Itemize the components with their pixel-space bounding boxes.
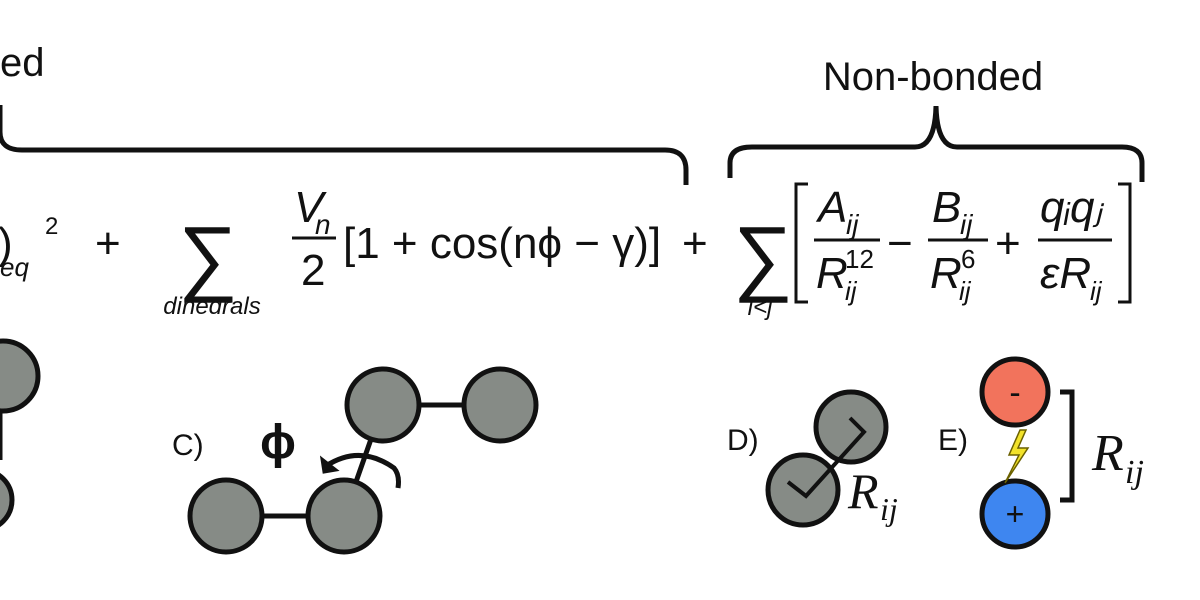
vn-numerator: V: [294, 183, 327, 232]
rotation-arrowhead: [319, 455, 340, 474]
atom-d2: [765, 452, 841, 528]
positive-charge-atom: [979, 478, 1051, 550]
panel-c-label: C): [172, 429, 204, 462]
negative-charge-sign: -: [1009, 374, 1020, 412]
a-denominator-sup: 12: [845, 244, 874, 274]
b-denominator-sub: ij: [959, 276, 972, 306]
plus-sign-3: +: [995, 219, 1021, 268]
dihedral-sum-subscript: dihedrals: [163, 293, 260, 320]
prev-term-exp: 2: [45, 213, 58, 240]
panel-e-electrostatic: E) - + R ij: [938, 356, 1144, 550]
partial-atom-bottom: [0, 472, 15, 528]
b-numerator: B: [932, 183, 961, 232]
energy-equation: ) eq 2 + ∑ dihedrals V n 2 [1 + cos(nϕ −…: [0, 182, 1132, 321]
prev-term-tail: ): [0, 219, 13, 268]
panel-d-label: D): [727, 424, 759, 457]
panel-e-distance: R: [1091, 425, 1124, 482]
a-numerator: A: [815, 183, 847, 232]
panel-c-dihedral: C) ϕ: [172, 366, 539, 555]
vn-numerator-sub: n: [315, 209, 331, 240]
panel-e-label: E): [938, 424, 968, 457]
a-denominator: R: [816, 249, 848, 298]
panel-e-distance-sub: ij: [1125, 454, 1144, 491]
bonded-label-fragment: ed: [0, 41, 45, 85]
q-numerator: qᵢqⱼ: [1040, 183, 1104, 232]
left-square-bracket: [794, 182, 808, 304]
atom-c3: [344, 366, 422, 444]
b-numerator-sub: ij: [960, 209, 973, 240]
bonded-brace: [0, 105, 689, 185]
negative-charge-atom: [979, 356, 1051, 428]
plus-sign-1: +: [95, 219, 121, 268]
vn-denominator: 2: [301, 246, 325, 295]
dihedral-sum-symbol: ∑: [178, 209, 238, 303]
panel-d-distance-sub: ij: [880, 491, 898, 527]
plus-sign-2: +: [682, 219, 708, 268]
phi-symbol: ϕ: [260, 416, 296, 469]
minus-sign: −: [887, 219, 913, 268]
nonbonded-label: Non-bonded: [823, 55, 1043, 99]
atom-c1: [187, 477, 265, 555]
atom-c4: [461, 366, 539, 444]
b-denominator-sup: 6: [961, 244, 975, 274]
atom-d1: [813, 389, 889, 465]
prev-term-sub: eq: [0, 252, 29, 282]
distance-marker: [786, 416, 867, 499]
a-denominator-sub: ij: [845, 276, 858, 306]
nonbonded-sum-symbol: ∑: [733, 209, 793, 303]
b-denominator: R: [930, 249, 962, 298]
a-numerator-sub: ij: [846, 209, 859, 240]
q-denominator: εR: [1040, 249, 1091, 298]
panel-d-vdw: D) R ij: [727, 389, 898, 528]
dihedral-bracket-expression: [1 + cos(nϕ − γ)]: [343, 219, 661, 268]
rotation-arrow-arc: [324, 453, 401, 489]
distance-bracket: [1060, 389, 1075, 503]
nonbonded-brace: [727, 105, 1145, 182]
panel-d-distance: R: [847, 463, 879, 519]
atom-c2: [305, 477, 383, 555]
lightning-icon: [1004, 429, 1030, 484]
right-square-bracket: [1118, 182, 1132, 304]
nonbonded-sum-subscript: i<j: [748, 294, 773, 321]
positive-charge-sign: +: [1006, 496, 1025, 532]
partial-atom-top: [0, 338, 41, 414]
partial-panel-atoms: [0, 338, 41, 528]
q-denominator-sub: ij: [1090, 276, 1103, 306]
